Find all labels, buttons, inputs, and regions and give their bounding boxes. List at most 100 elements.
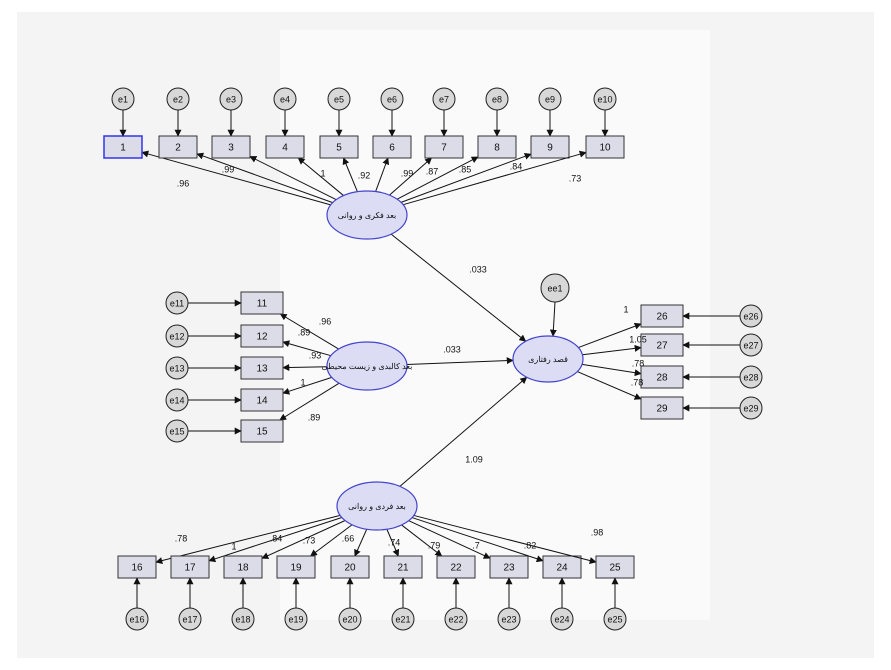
loading-arrow-f1-10 <box>402 150 587 206</box>
error-label-e8: e8 <box>492 94 502 104</box>
loading-value-f1-8: .85 <box>459 164 472 174</box>
indicator-label-16: 16 <box>131 563 143 574</box>
indicator-label-26: 26 <box>656 312 668 323</box>
loading-value-f1-1: .96 <box>177 178 190 188</box>
loading-value-f3-20: .66 <box>342 533 355 543</box>
indicator-label-19: 19 <box>290 563 302 574</box>
indicator-label-18: 18 <box>237 563 249 574</box>
indicator-label-15: 15 <box>256 427 268 438</box>
indicator-label-20: 20 <box>344 563 356 574</box>
error-label-e11: e11 <box>170 298 184 308</box>
indicator-label-28: 28 <box>656 373 668 384</box>
loading-arrow-f1-8 <box>396 156 479 200</box>
disturbance-label-ee1: ee1 <box>547 283 562 293</box>
loading-value-dv-29: .78 <box>631 377 644 387</box>
error-label-e28: e28 <box>743 372 758 382</box>
disturbance-arrow-ee1 <box>549 301 557 337</box>
indicator-label-17: 17 <box>184 563 196 574</box>
loading-arrow-f3-23 <box>408 520 491 559</box>
loading-arrow-f2-12 <box>282 340 332 357</box>
indicator-label-23: 23 <box>503 563 515 574</box>
indicator-label-14: 14 <box>256 396 268 407</box>
indicator-label-27: 27 <box>656 341 668 352</box>
error-label-e21: e21 <box>395 614 410 624</box>
loading-value-dv-27: 1.05 <box>629 334 647 344</box>
error-label-e29: e29 <box>743 403 758 413</box>
loading-value-f3-18: .84 <box>270 533 283 543</box>
loading-arrow-f2-15 <box>279 382 340 421</box>
indicator-label-13: 13 <box>256 364 268 375</box>
loading-value-f1-7: .87 <box>426 166 439 176</box>
loading-value-f1-4: 1 <box>320 168 325 178</box>
structural-path-f1-dv <box>390 233 527 342</box>
error-label-e15: e15 <box>169 426 184 436</box>
loading-value-f1-2: .99 <box>222 164 235 174</box>
indicator-label-4: 4 <box>282 143 288 154</box>
loading-value-f3-19: .73 <box>303 535 316 545</box>
loading-value-f3-16: .78 <box>175 533 188 543</box>
latent-label-dv: قصد رفتاری <box>528 355 568 364</box>
loading-arrow-f3-24 <box>411 517 544 563</box>
error-label-e3: e3 <box>226 94 236 104</box>
indicator-label-7: 7 <box>441 143 447 154</box>
loading-value-f2-14: 1 <box>300 377 305 387</box>
error-label-e4: e4 <box>280 94 290 104</box>
loading-arrow-dv-26 <box>578 322 642 349</box>
error-label-e6: e6 <box>387 94 397 104</box>
indicator-label-25: 25 <box>609 563 621 574</box>
latent-ellipse-dv <box>512 335 584 383</box>
indicator-label-21: 21 <box>397 563 409 574</box>
loading-arrow-f2-13 <box>282 363 328 371</box>
error-label-e2: e2 <box>173 94 183 104</box>
error-label-e27: e27 <box>743 340 758 350</box>
path-coefficient-f2-dv: .033 <box>443 344 461 354</box>
error-label-e1: e1 <box>118 94 128 104</box>
loading-arrow-f3-20 <box>354 528 368 557</box>
loading-arrow-f1-2 <box>196 152 333 204</box>
latent-ellipse-f2 <box>326 341 408 391</box>
error-label-e20: e20 <box>342 614 357 624</box>
error-label-e17: e17 <box>182 614 197 624</box>
indicator-label-5: 5 <box>336 143 342 154</box>
latent-label-f3: بعد فردی و روانی <box>348 502 406 511</box>
loading-value-f3-17: 1 <box>231 541 236 551</box>
error-label-e19: e19 <box>288 614 303 624</box>
loading-arrow-dv-27 <box>582 344 642 356</box>
error-label-e23: e23 <box>501 614 516 624</box>
structural-path-f3-dv <box>399 376 528 487</box>
loading-value-f1-9: .84 <box>510 161 523 171</box>
error-label-e16: e16 <box>129 614 144 624</box>
path-coefficient-f3-dv: 1.09 <box>465 454 483 464</box>
loading-arrow-f1-6 <box>375 157 390 192</box>
indicator-label-12: 12 <box>256 332 268 343</box>
loading-arrow-f3-17 <box>208 516 343 563</box>
error-label-e7: e7 <box>439 94 449 104</box>
indicator-label-6: 6 <box>389 143 395 154</box>
loading-value-dv-28: .78 <box>632 358 645 368</box>
indicator-label-11: 11 <box>257 299 268 310</box>
error-label-e10: e10 <box>597 94 612 104</box>
latent-ellipse-f3 <box>336 481 418 531</box>
error-label-e5: e5 <box>334 94 344 104</box>
indicator-label-8: 8 <box>494 143 500 154</box>
error-label-e9: e9 <box>545 94 555 104</box>
indicator-label-10: 10 <box>599 143 611 154</box>
loading-value-f2-12: .89 <box>298 327 311 337</box>
indicator-label-1: 1 <box>120 143 126 154</box>
error-label-e24: e24 <box>554 614 569 624</box>
error-label-e26: e26 <box>743 311 758 321</box>
latent-label-f1: بعد فکری و روانی <box>338 211 397 220</box>
error-label-e12: e12 <box>169 331 184 341</box>
loading-arrow-f3-21 <box>386 529 400 557</box>
loading-arrow-f2-14 <box>282 376 332 395</box>
loading-arrow-f3-19 <box>310 524 353 557</box>
indicator-label-24: 24 <box>556 563 568 574</box>
loading-arrow-f1-1 <box>141 150 331 206</box>
loading-value-f2-13: .93 <box>309 350 322 360</box>
loading-arrow-f3-18 <box>261 520 346 559</box>
indicator-label-2: 2 <box>175 143 181 154</box>
error-label-e13: e13 <box>169 363 184 373</box>
loading-value-f3-25: .98 <box>591 527 604 537</box>
